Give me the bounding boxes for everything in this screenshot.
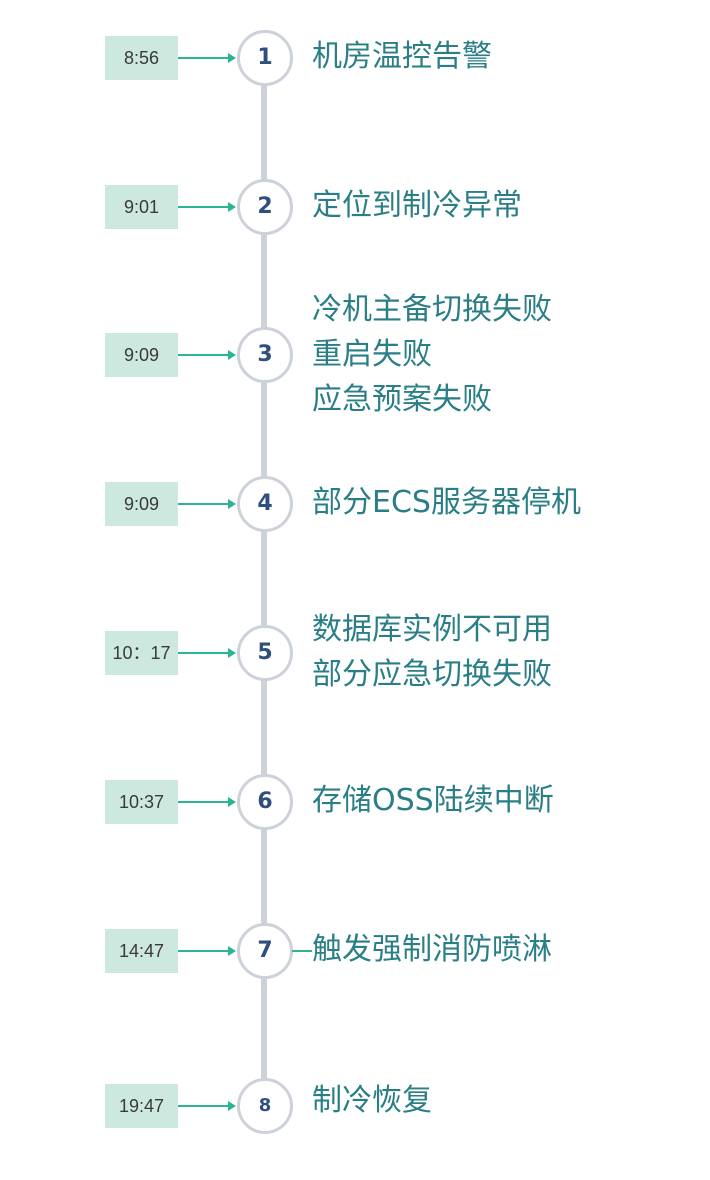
event-label: 制冷恢复 [312,1078,432,1123]
event-label-line: 触发强制消防喷淋 [312,932,552,967]
arrow-right-icon [178,499,236,509]
event-label-line: 机房温控告警 [312,39,492,74]
event-time: 19:47 [105,1084,178,1128]
event-label: 数据库实例不可用 部分应急切换失败 [312,607,552,697]
arrow-right-icon [178,797,236,807]
event-number-node: 5 [237,625,293,681]
event-time: 10：17 [105,631,178,675]
event-label: 触发强制消防喷淋 [312,927,552,972]
event-label: 部分ECS服务器停机 [312,480,581,525]
event-label-line: 重启失败 [312,337,432,372]
event-number-node: 3 [237,327,293,383]
event-label-line: 部分应急切换失败 [312,657,552,692]
event-label: 机房温控告警 [312,34,492,79]
event-number-node: 7 [237,923,293,979]
arrow-right-icon [178,648,236,658]
event-label: 冷机主备切换失败 重启失败 应急预案失败 [312,287,552,422]
event-label-line: 冷机主备切换失败 [312,292,552,327]
event-label: 定位到制冷异常 [312,183,522,228]
arrow-right-icon [178,53,236,63]
event-number-node: 8 [237,1078,293,1134]
event-number-node: 6 [237,774,293,830]
event-time: 9:09 [105,333,178,377]
event-label-line: 定位到制冷异常 [312,188,522,223]
event-label: 存储OSS陆续中断 [312,778,554,823]
arrow-right-icon [178,350,236,360]
event-time: 10:37 [105,780,178,824]
event-label-line: 存储OSS陆续中断 [312,783,554,818]
arrow-right-icon [178,202,236,212]
event-time: 9:01 [105,185,178,229]
event-label-line: 数据库实例不可用 [312,612,552,647]
event-label-line: 部分ECS服务器停机 [312,485,581,520]
event-time: 14:47 [105,929,178,973]
arrow-right-icon [178,946,236,956]
connector-line [292,950,312,952]
event-number-node: 2 [237,179,293,235]
event-time: 9:09 [105,482,178,526]
event-label-line: 应急预案失败 [312,382,492,417]
arrow-right-icon [178,1101,236,1111]
event-number-node: 4 [237,476,293,532]
event-number-node: 1 [237,30,293,86]
event-label-line: 制冷恢复 [312,1083,432,1118]
timeline-spine [261,58,267,1106]
event-time: 8:56 [105,36,178,80]
